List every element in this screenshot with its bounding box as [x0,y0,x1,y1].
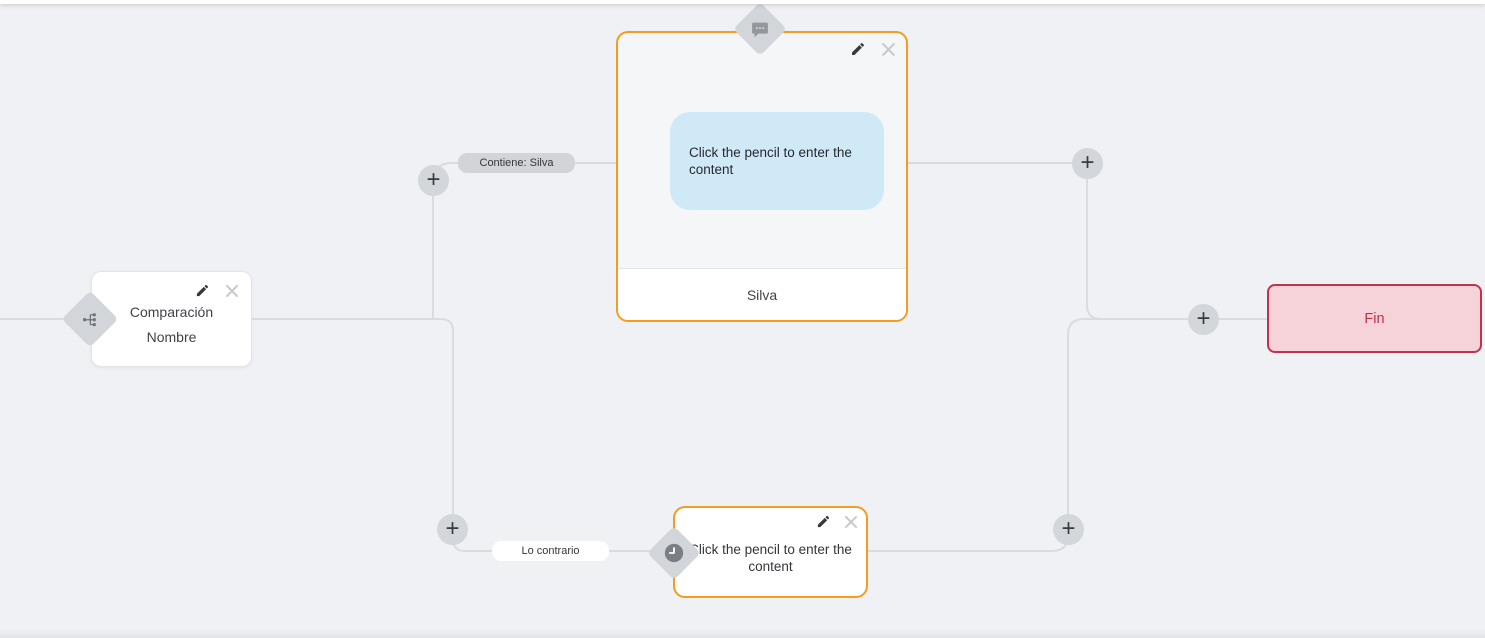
close-icon [881,42,896,57]
plus-icon: + [1061,514,1076,542]
end-node[interactable]: Fin [1267,284,1482,353]
toolbar-bottom-edge [0,0,1485,4]
edit-message-button[interactable] [850,41,866,57]
add-step-button-bottom-left[interactable]: + [437,514,468,545]
message-preview-bubble: Click the pencil to enter the content [670,112,884,210]
end-node-label: Fin [1364,310,1385,327]
chat-bubble-icon [751,20,770,39]
plus-icon: + [1196,304,1211,332]
delay-type-badge [647,526,701,580]
delete-message-button[interactable] [881,42,896,57]
delete-delay-button[interactable] [844,515,858,529]
clock-icon [663,542,685,564]
add-step-button-before-end[interactable]: + [1188,304,1219,335]
edge-condition-to-message [432,162,618,319]
add-step-button-top-left[interactable]: + [418,165,449,196]
message-type-badge [733,2,787,56]
delay-node[interactable]: Click the pencil to enter the content [673,506,868,598]
plus-icon: + [426,165,441,193]
close-icon [844,515,858,529]
pencil-icon [195,283,210,298]
message-node-footer: Silva [618,268,906,320]
condition-node[interactable]: Comparación Nombre [91,271,252,367]
plus-icon: + [445,514,460,542]
message-node[interactable]: Click the pencil to enter the content Si… [616,31,908,322]
edge-label-otherwise: Lo contrario [492,541,609,561]
delete-condition-button[interactable] [225,284,239,298]
edit-delay-button[interactable] [816,514,831,529]
delay-placeholder-text: Click the pencil to enter the content [689,542,852,574]
close-icon [225,284,239,298]
edit-condition-button[interactable] [195,283,210,298]
edge-label-contains: Contiene: Silva [458,153,575,173]
condition-type-badge [61,290,119,348]
pencil-icon [850,41,866,57]
condition-title-line2: Nombre [146,329,197,345]
plus-icon: + [1080,148,1095,176]
add-step-button-top-right[interactable]: + [1072,148,1103,179]
sitemap-icon [82,311,99,328]
edge-message-to-end [908,162,1102,320]
bottom-shade [0,629,1485,638]
message-footer-label: Silva [746,286,778,303]
edge-delay-to-end [868,318,1268,552]
message-node-body: Click the pencil to enter the content [618,33,906,268]
edge-condition-to-delay [252,318,652,552]
pencil-icon [816,514,831,529]
message-placeholder-text: Click the pencil to enter the content [689,145,852,177]
add-step-button-bottom-right[interactable]: + [1053,514,1084,545]
condition-title-line1: Comparación [129,304,214,320]
